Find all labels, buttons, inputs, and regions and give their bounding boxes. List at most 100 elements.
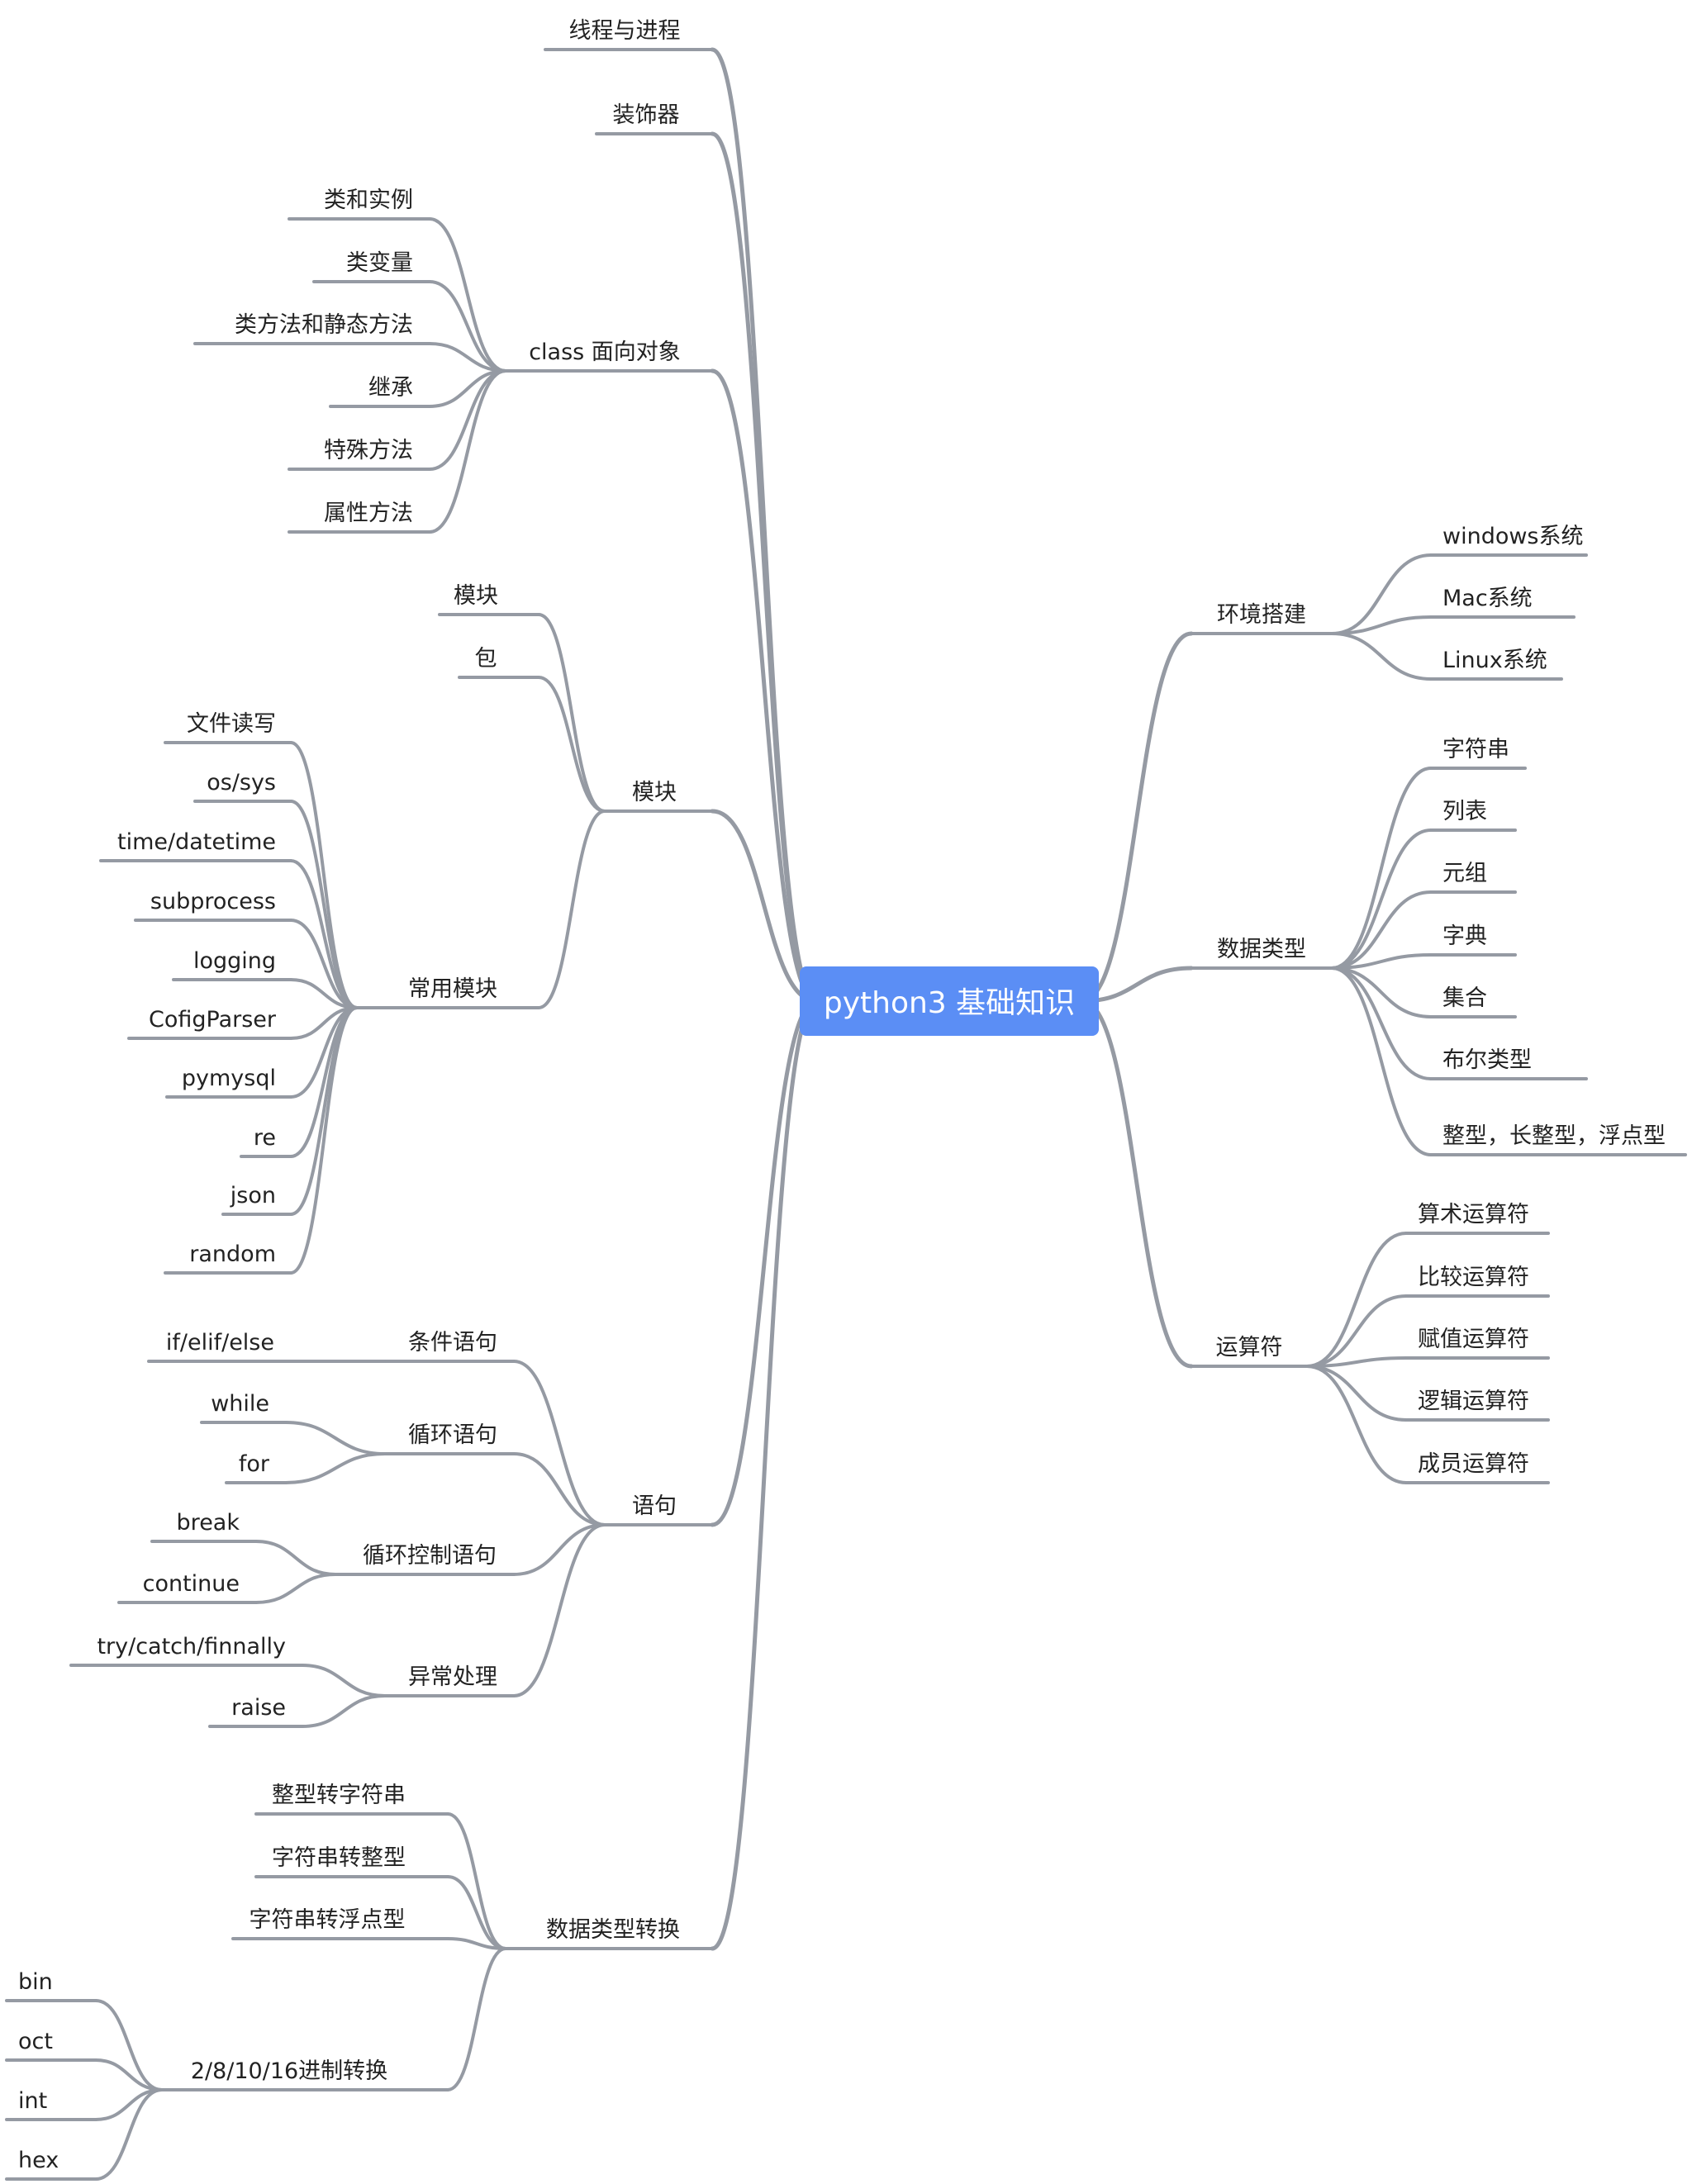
- stmt-sub-link-0: [512, 1360, 606, 1526]
- link-types-4: [1330, 966, 1433, 1018]
- conv-sub-link-2: [446, 1937, 507, 1950]
- module-sub-1[interactable]: 包: [475, 646, 497, 672]
- conv-sub-2[interactable]: 字符串转浮点型: [250, 1907, 406, 1933]
- conv-sub-3[interactable]: 2/8/10/16进制转换: [191, 2058, 387, 2084]
- node-ops[interactable]: 运算符: [1216, 1335, 1283, 1360]
- conv-sub-1[interactable]: 字符串转整型: [272, 1845, 406, 1871]
- common-leaf-7[interactable]: re: [254, 1125, 276, 1151]
- oop-link-4: [428, 369, 507, 471]
- oop-link-1: [428, 280, 507, 373]
- leaf-types-5[interactable]: 布尔类型: [1442, 1047, 1532, 1073]
- leaf-ops-2[interactable]: 赋值运算符: [1418, 1327, 1529, 1352]
- root-node[interactable]: [800, 966, 1099, 1036]
- stmt-sub-link-3: [512, 1523, 606, 1697]
- leaf-types-3[interactable]: 字典: [1442, 923, 1487, 949]
- oop-leaf-5[interactable]: 属性方法: [324, 501, 413, 526]
- leaf-ops-1[interactable]: 比较运算符: [1418, 1265, 1529, 1290]
- conv-sub-link-3: [446, 1947, 507, 2091]
- common-leaf-9[interactable]: random: [189, 1242, 276, 1267]
- stmt-sub-3[interactable]: 异常处理: [408, 1664, 497, 1690]
- link-env-2: [1330, 632, 1433, 681]
- branch-line-oop: [710, 368, 819, 1004]
- link-ops-3: [1305, 1365, 1408, 1422]
- oop-leaf-1[interactable]: 类变量: [346, 250, 413, 276]
- common-link-2: [289, 859, 359, 1009]
- common-leaf-6[interactable]: pymysql: [182, 1066, 276, 1091]
- oop-leaf-4[interactable]: 特殊方法: [324, 438, 413, 463]
- base-link-1: [94, 2058, 164, 2091]
- leaf-env-0[interactable]: windows系统: [1442, 524, 1584, 549]
- stmt-sub-1[interactable]: 循环语句: [408, 1422, 497, 1448]
- link-types-0: [1330, 767, 1433, 970]
- branch-line-conv: [710, 999, 819, 1951]
- stmt-2-link-0: [254, 1540, 337, 1576]
- leaf-types-4[interactable]: 集合: [1442, 985, 1487, 1011]
- leaf-types-2[interactable]: 元组: [1442, 861, 1487, 886]
- node-env[interactable]: 环境搭建: [1217, 602, 1306, 628]
- module-sub-link-1: [537, 676, 606, 813]
- branch-line-thread: [710, 47, 819, 1004]
- stmt-3-link-1: [301, 1694, 387, 1728]
- leaf-ops-4[interactable]: 成员运算符: [1418, 1451, 1529, 1477]
- stmt-3-link-0: [301, 1664, 387, 1697]
- leaf-types-6[interactable]: 整型，长整型，浮点型: [1442, 1123, 1666, 1149]
- link-ops-0: [1305, 1232, 1408, 1368]
- base-leaf-0[interactable]: bin: [18, 1969, 53, 1995]
- common-leaf-5[interactable]: CofigParser: [149, 1007, 277, 1033]
- module-sub-0[interactable]: 模块: [454, 583, 498, 609]
- stmt-1-leaf-1[interactable]: for: [239, 1451, 270, 1477]
- stmt-3-leaf-0[interactable]: try/catch/finnally: [97, 1634, 286, 1659]
- stmt-sub-0[interactable]: 条件语句: [408, 1330, 497, 1356]
- stmt-0-leaf-0[interactable]: if/elif/else: [166, 1330, 274, 1356]
- common-link-4: [289, 978, 359, 1009]
- stmt-sub-2[interactable]: 循环控制语句: [363, 1543, 497, 1569]
- stmt-2-leaf-1[interactable]: continue: [143, 1571, 240, 1597]
- stmt-1-leaf-0[interactable]: while: [211, 1391, 269, 1417]
- stmt-1-link-0: [284, 1421, 387, 1455]
- conv-sub-link-1: [446, 1875, 507, 1950]
- common-leaf-3[interactable]: subprocess: [150, 889, 276, 914]
- branch-line-deco: [710, 131, 819, 1004]
- link-types-5: [1330, 966, 1433, 1080]
- common-leaf-2[interactable]: time/datetime: [117, 829, 276, 855]
- branch-line-stmt: [710, 999, 819, 1527]
- leaf-types-0[interactable]: 字符串: [1442, 737, 1509, 762]
- base-leaf-1[interactable]: oct: [18, 2029, 53, 2054]
- stmt-2-link-1: [254, 1573, 337, 1604]
- stmt-2-leaf-0[interactable]: break: [177, 1510, 240, 1536]
- common-leaf-8[interactable]: json: [230, 1183, 276, 1208]
- leaf-ops-0[interactable]: 算术运算符: [1418, 1202, 1529, 1227]
- node-oop[interactable]: class 面向对象: [529, 339, 681, 365]
- node-conv[interactable]: 数据类型转换: [546, 1917, 680, 1943]
- module-sub-link-0: [537, 613, 606, 813]
- module-sub-2[interactable]: 常用模块: [408, 976, 497, 1002]
- module-sub-link-2: [537, 810, 606, 1009]
- link-ops-4: [1305, 1365, 1408, 1484]
- stmt-3-leaf-1[interactable]: raise: [231, 1695, 286, 1721]
- branch-line-types: [1080, 966, 1194, 1004]
- leaf-ops-3[interactable]: 逻辑运算符: [1418, 1389, 1529, 1414]
- oop-leaf-3[interactable]: 继承: [368, 375, 413, 401]
- conv-sub-0[interactable]: 整型转字符串: [272, 1783, 406, 1808]
- node-types[interactable]: 数据类型: [1217, 937, 1306, 962]
- node-thread[interactable]: 线程与进程: [569, 18, 681, 44]
- common-leaf-0[interactable]: 文件读写: [187, 711, 276, 737]
- base-leaf-3[interactable]: hex: [18, 2148, 59, 2173]
- stmt-1-link-1: [284, 1452, 387, 1484]
- oop-leaf-2[interactable]: 类方法和静态方法: [235, 312, 413, 338]
- root-label: python3 基础知识: [824, 986, 1075, 1020]
- common-link-3: [289, 919, 359, 1009]
- leaf-types-1[interactable]: 列表: [1442, 799, 1487, 824]
- node-stmt[interactable]: 语句: [632, 1493, 677, 1519]
- leaf-env-1[interactable]: Mac系统: [1442, 586, 1533, 611]
- oop-link-0: [428, 217, 507, 373]
- base-leaf-2[interactable]: int: [18, 2088, 47, 2114]
- common-leaf-4[interactable]: logging: [193, 948, 276, 974]
- node-module[interactable]: 模块: [632, 780, 677, 805]
- oop-leaf-0[interactable]: 类和实例: [324, 188, 413, 213]
- common-leaf-1[interactable]: os/sys: [207, 770, 276, 795]
- common-link-9: [289, 1006, 359, 1275]
- leaf-env-2[interactable]: Linux系统: [1442, 648, 1547, 673]
- node-deco[interactable]: 装饰器: [613, 102, 680, 128]
